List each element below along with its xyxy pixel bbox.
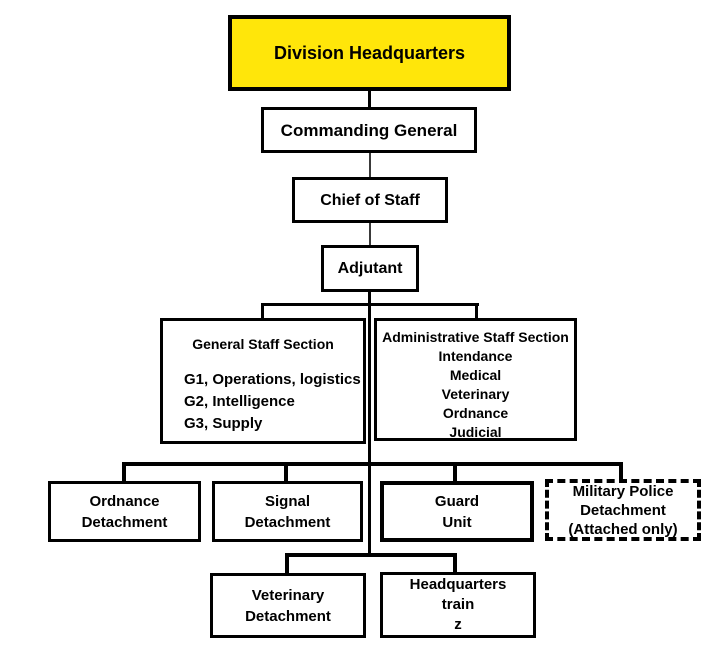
connector-hq-to-commanding-general bbox=[368, 91, 371, 107]
node-label-line: Guard bbox=[434, 492, 480, 510]
node-veterinary-detachment: Veterinary Detachment bbox=[210, 573, 366, 638]
staff-item: G3, Supply bbox=[184, 415, 263, 432]
connector-to-military-police bbox=[619, 465, 623, 479]
node-signal-detachment: Signal Detachment bbox=[212, 481, 363, 542]
section-items: Intendance Medical Veterinary Ordnance J… bbox=[439, 347, 513, 442]
node-general-staff-section: General Staff Section G1, Operations, lo… bbox=[160, 318, 366, 444]
node-label-line: Detachment bbox=[81, 513, 168, 531]
connector-staff-sections-bar bbox=[261, 303, 479, 306]
node-label-line: train bbox=[441, 596, 475, 613]
node-administrative-staff-section: Administrative Staff Section Intendance … bbox=[374, 318, 577, 441]
node-label-line: Headquarters bbox=[409, 576, 507, 593]
node-label-line: Signal bbox=[264, 492, 310, 510]
staff-item: Intendance bbox=[438, 348, 513, 364]
connector-to-ordnance bbox=[122, 465, 126, 481]
node-headquarters-train: Headquarters train z bbox=[380, 572, 536, 638]
node-military-police-detachment: Military Police Detachment (Attached onl… bbox=[545, 479, 701, 541]
node-label: Commanding General bbox=[280, 120, 458, 140]
section-items: G1, Operations, logistics G2, Intelligen… bbox=[163, 369, 363, 435]
connector-bottom-row-bar bbox=[285, 553, 457, 557]
node-label: Adjutant bbox=[337, 260, 403, 277]
connector-cg-to-chief-of-staff bbox=[369, 153, 371, 177]
node-label-line: Detachment bbox=[580, 501, 666, 519]
section-title: General Staff Section bbox=[192, 336, 334, 352]
node-label-line: Military Police bbox=[572, 482, 674, 500]
node-label: Division Headquarters bbox=[273, 42, 466, 63]
connector-detachment-row-bar bbox=[122, 462, 623, 466]
node-division-headquarters: Division Headquarters bbox=[228, 15, 511, 91]
connector-to-guard bbox=[453, 465, 457, 481]
staff-item: Judicial bbox=[449, 424, 502, 440]
connector-to-admin-staff bbox=[475, 305, 478, 318]
node-guard-unit: Guard Unit bbox=[380, 481, 534, 542]
node-ordnance-detachment: Ordnance Detachment bbox=[48, 481, 201, 542]
connector-to-general-staff bbox=[261, 305, 264, 318]
staff-item: Ordnance bbox=[442, 405, 509, 421]
node-label: Chief of Staff bbox=[320, 191, 420, 209]
node-label-line: Detachment bbox=[244, 513, 331, 531]
connector-to-signal bbox=[284, 465, 288, 481]
connector-adjutant-stub bbox=[368, 292, 371, 305]
node-label-line: Ordnance bbox=[89, 492, 160, 510]
connector-cos-to-adjutant bbox=[369, 223, 371, 245]
node-label-line: (Attached only) bbox=[568, 520, 678, 538]
connector-main-trunk bbox=[368, 305, 371, 557]
staff-item: Veterinary bbox=[441, 386, 510, 402]
node-adjutant: Adjutant bbox=[321, 245, 419, 292]
node-label-line: z bbox=[454, 616, 462, 633]
staff-item: G1, Operations, logistics bbox=[184, 371, 361, 388]
node-label-line: Detachment bbox=[245, 607, 331, 625]
node-label-line: Unit bbox=[442, 513, 472, 531]
section-title: Administrative Staff Section bbox=[382, 329, 569, 345]
staff-item: G2, Intelligence bbox=[184, 393, 295, 410]
node-label-line: Veterinary bbox=[251, 586, 325, 604]
connector-to-hq-train bbox=[453, 556, 457, 572]
node-commanding-general: Commanding General bbox=[261, 107, 477, 153]
connector-to-veterinary bbox=[285, 556, 289, 573]
staff-item: Medical bbox=[449, 367, 502, 383]
node-chief-of-staff: Chief of Staff bbox=[292, 177, 448, 223]
